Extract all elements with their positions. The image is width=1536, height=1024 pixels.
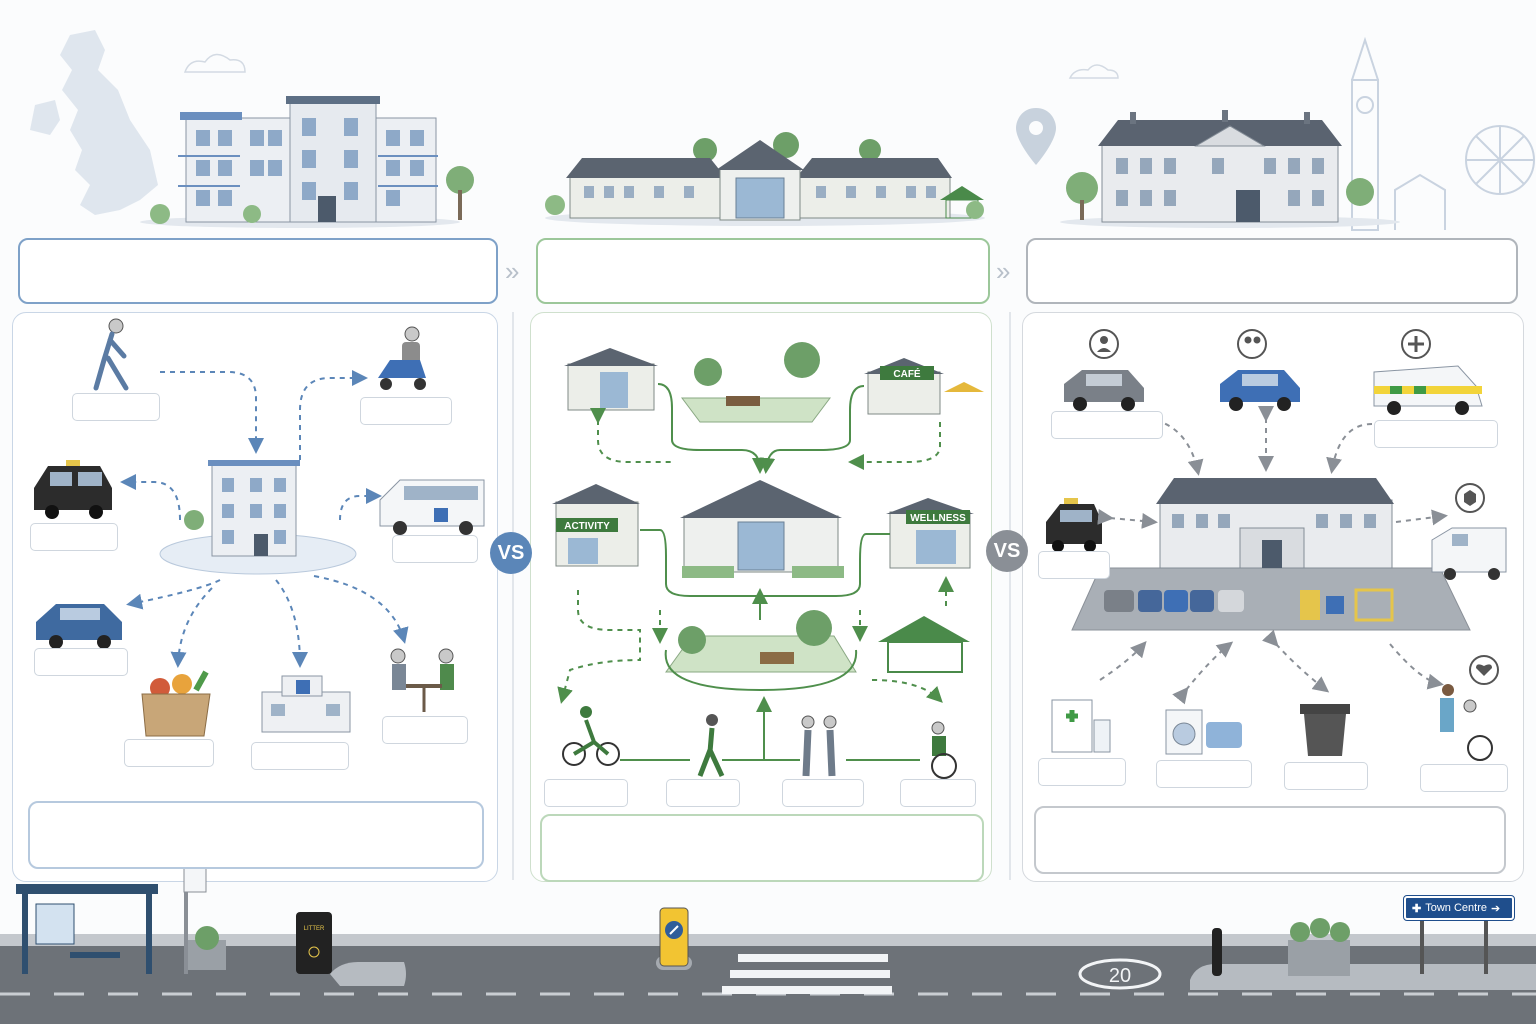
label-bins: [1284, 762, 1368, 790]
chevron-right-icon: »: [505, 256, 519, 286]
label-care: [1420, 764, 1508, 792]
parcel-icon: [1455, 483, 1485, 513]
speed-limit-text: 20: [1109, 965, 1131, 987]
footer-box-1: [28, 801, 484, 869]
label-cycling: [544, 779, 628, 807]
apartment-block-illustration: [140, 96, 474, 228]
walking-person-icon: [697, 714, 725, 778]
walking-person-icon: [93, 318, 129, 391]
plus-icon: ✚: [1412, 902, 1422, 915]
wheelie-bin-icon: [1300, 704, 1350, 756]
litter-bin-label: LITTER: [304, 926, 325, 932]
traffic-bollard-icon: [656, 907, 692, 970]
wheelchair-user-icon: [931, 721, 957, 779]
health-centre-icon: [261, 675, 351, 733]
header-box-2: [536, 238, 990, 304]
cafe-table-people-icon: [390, 648, 454, 712]
person-icon: [1089, 329, 1119, 359]
vs-marker-right: VS: [986, 530, 1028, 572]
label-wheelchair: [900, 779, 976, 807]
grocery-bag-icon: [141, 670, 211, 737]
label-minibus: [392, 535, 478, 563]
black-cab-icon: [1046, 498, 1102, 552]
london-skyline-icon: [1351, 36, 1535, 231]
mobility-scooter-icon: [378, 326, 426, 390]
ambulance-icon: [1373, 365, 1483, 415]
accessible-minibus-icon: [379, 479, 485, 535]
chevron-right-icon: »: [996, 256, 1010, 286]
medical-plus-icon: [1401, 329, 1431, 359]
label-scooter: [360, 397, 452, 425]
laundry-icon: [1165, 709, 1242, 755]
speed-limit-marking: 20: [1078, 958, 1162, 990]
pharmacy-bag-icon: [1051, 699, 1111, 753]
label-grey-car: [1051, 411, 1163, 439]
carer-wheelchair-icon: [1440, 684, 1493, 761]
black-cab-icon: [34, 460, 112, 519]
label-groceries: [124, 739, 214, 767]
panel-2-illustrations: CAFÉ ACTIVITY WELLNESS: [552, 342, 984, 779]
label-taxi: [30, 523, 118, 551]
label-social: [382, 716, 468, 744]
blue-car-icon: [36, 604, 122, 649]
footer-box-2: [540, 814, 984, 882]
footer-box-3: [1034, 806, 1506, 874]
panel-1-illustrations: [34, 318, 485, 737]
cafe-sign: CAFÉ: [893, 367, 921, 380]
vs-marker-left: VS: [490, 532, 532, 574]
grey-car-icon: [1064, 370, 1144, 411]
white-van-icon: [1431, 527, 1507, 580]
street-scene: LITTER 20: [0, 830, 1536, 1024]
label-ambulance: [1374, 420, 1498, 448]
panel-3-illustrations: [1046, 329, 1507, 761]
town-centre-sign: ✚ Town Centre ➔: [1403, 895, 1515, 921]
wellness-sign: WELLNESS: [910, 513, 966, 524]
cyclist-icon: [562, 706, 620, 766]
bus-shelter-icon: [16, 884, 158, 974]
manor-house-illustration: [1060, 110, 1400, 228]
arrow-right-icon: ➔: [1490, 902, 1501, 915]
label-pharmacy: [1038, 758, 1126, 786]
people-icon: [1237, 329, 1267, 359]
couple-walking-icon: [801, 715, 837, 777]
label-car: [34, 648, 128, 676]
label-walking-together: [782, 779, 864, 807]
label-taxi-2: [1038, 551, 1110, 579]
label-laundry: [1156, 760, 1252, 788]
litter-bin-icon: LITTER: [296, 912, 332, 974]
location-pin-icon: [1016, 108, 1056, 165]
label-walking: [72, 393, 160, 421]
label-walking-2: [666, 779, 740, 807]
heart-icon: [1469, 655, 1499, 685]
activity-sign: ACTIVITY: [564, 521, 610, 532]
uk-map-icon: [30, 30, 158, 215]
blue-car-icon: [1220, 370, 1300, 411]
header-box-3: [1026, 238, 1518, 304]
care-village-illustration: [545, 132, 985, 226]
town-centre-label: Town Centre: [1425, 902, 1487, 914]
label-health-centre: [251, 742, 349, 770]
header-box-1: [18, 238, 498, 304]
